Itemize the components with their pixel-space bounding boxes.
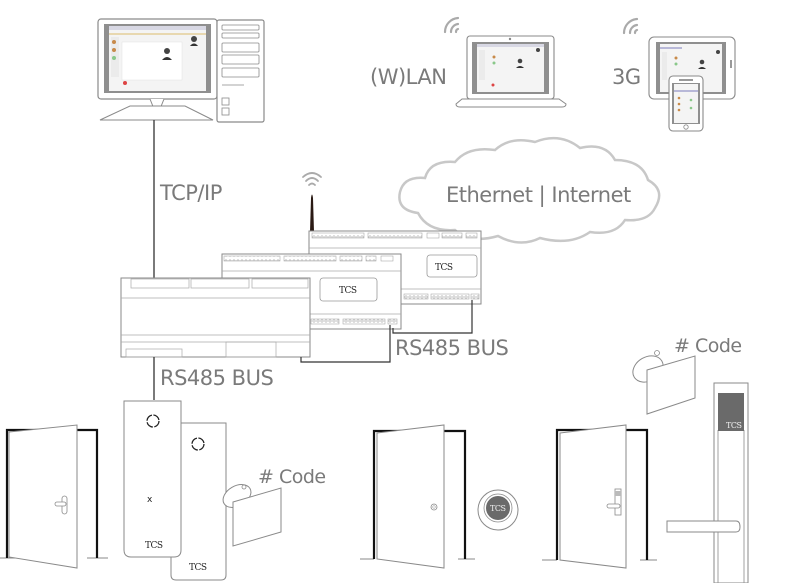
- door-icon: [0, 424, 108, 569]
- wifi-icon: [302, 172, 322, 186]
- desktop-icon: [97, 18, 265, 123]
- code-label-lock: # Code: [674, 335, 742, 357]
- wifi-icon: [622, 17, 639, 35]
- knob-brand-label: TCS: [490, 504, 505, 513]
- door-icon: [360, 424, 475, 569]
- rfid-card-icon: [646, 355, 696, 415]
- tcpip-label: TCP/IP: [160, 181, 222, 205]
- code-label-readers: # Code: [258, 466, 326, 488]
- reader-brand-label: TCS: [189, 563, 207, 573]
- wlan-label: (W)LAN: [370, 65, 447, 89]
- 3g-label: 3G: [612, 65, 641, 89]
- lock-brand-label: TCS: [726, 421, 741, 430]
- rs485-reader-bus-label: RS485 BUS: [160, 366, 274, 390]
- laptop-icon: [455, 35, 567, 108]
- reader-mark: x: [147, 495, 153, 505]
- reader-brand-label: TCS: [145, 541, 163, 551]
- card-reader-icon: TCS: [170, 422, 227, 581]
- rs485-controller-bus-label: RS485 BUS: [395, 336, 509, 360]
- controller-brand-label: TCS: [339, 286, 357, 296]
- antenna-icon: [310, 194, 314, 232]
- wifi-icon: [443, 16, 460, 34]
- rs485-bus-wire: [300, 300, 473, 363]
- cloud-icon: [398, 136, 661, 244]
- door-icon: [542, 424, 657, 569]
- smartphone-icon: [668, 75, 704, 132]
- knob-reader-icon: TCS: [477, 489, 519, 531]
- electronic-lock-icon: TCS: [666, 382, 749, 583]
- controller-brand-label: TCS: [435, 263, 453, 273]
- controller-icon: [120, 277, 311, 358]
- cloud-label: Ethernet | Internet: [446, 183, 631, 207]
- card-reader-icon: x TCS: [123, 400, 182, 558]
- rfid-card-icon: [232, 487, 282, 547]
